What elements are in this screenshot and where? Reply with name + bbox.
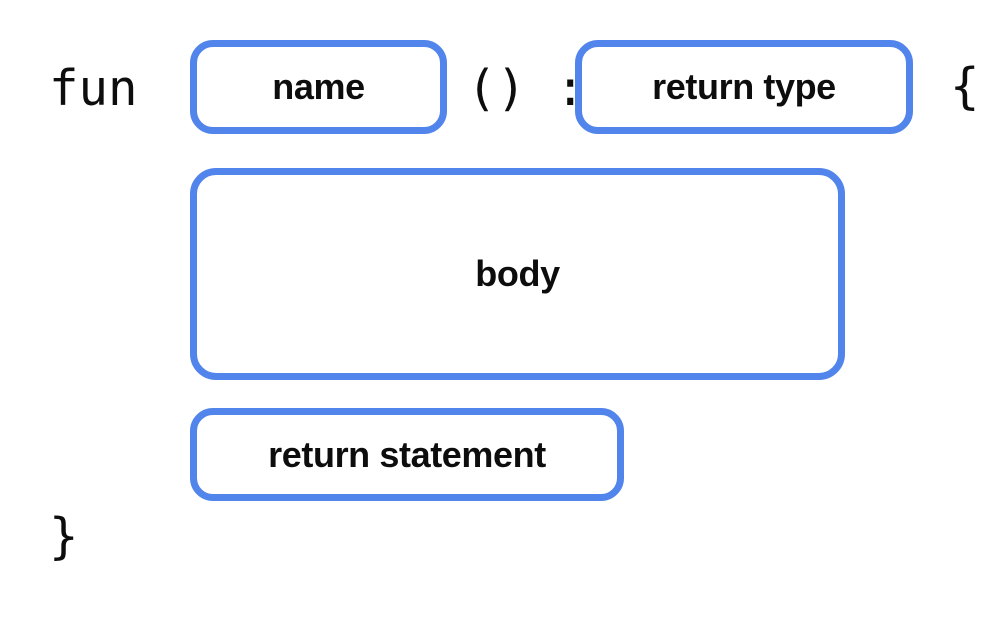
- slot-body-label: body: [475, 253, 560, 294]
- brace-close-token: }: [49, 508, 79, 565]
- brace-open-token: {: [950, 58, 980, 115]
- slot-return-type[interactable]: return type: [575, 40, 913, 134]
- slot-name[interactable]: name: [190, 40, 447, 134]
- slot-return-statement[interactable]: return statement: [190, 408, 624, 501]
- parameter-parens-colon-token: () :: [467, 60, 586, 117]
- slot-return-type-label: return type: [652, 66, 836, 107]
- slot-return-statement-label: return statement: [268, 433, 546, 475]
- slot-body[interactable]: body: [190, 168, 845, 380]
- slot-name-label: name: [272, 66, 365, 107]
- keyword-fun-token: fun: [49, 60, 138, 117]
